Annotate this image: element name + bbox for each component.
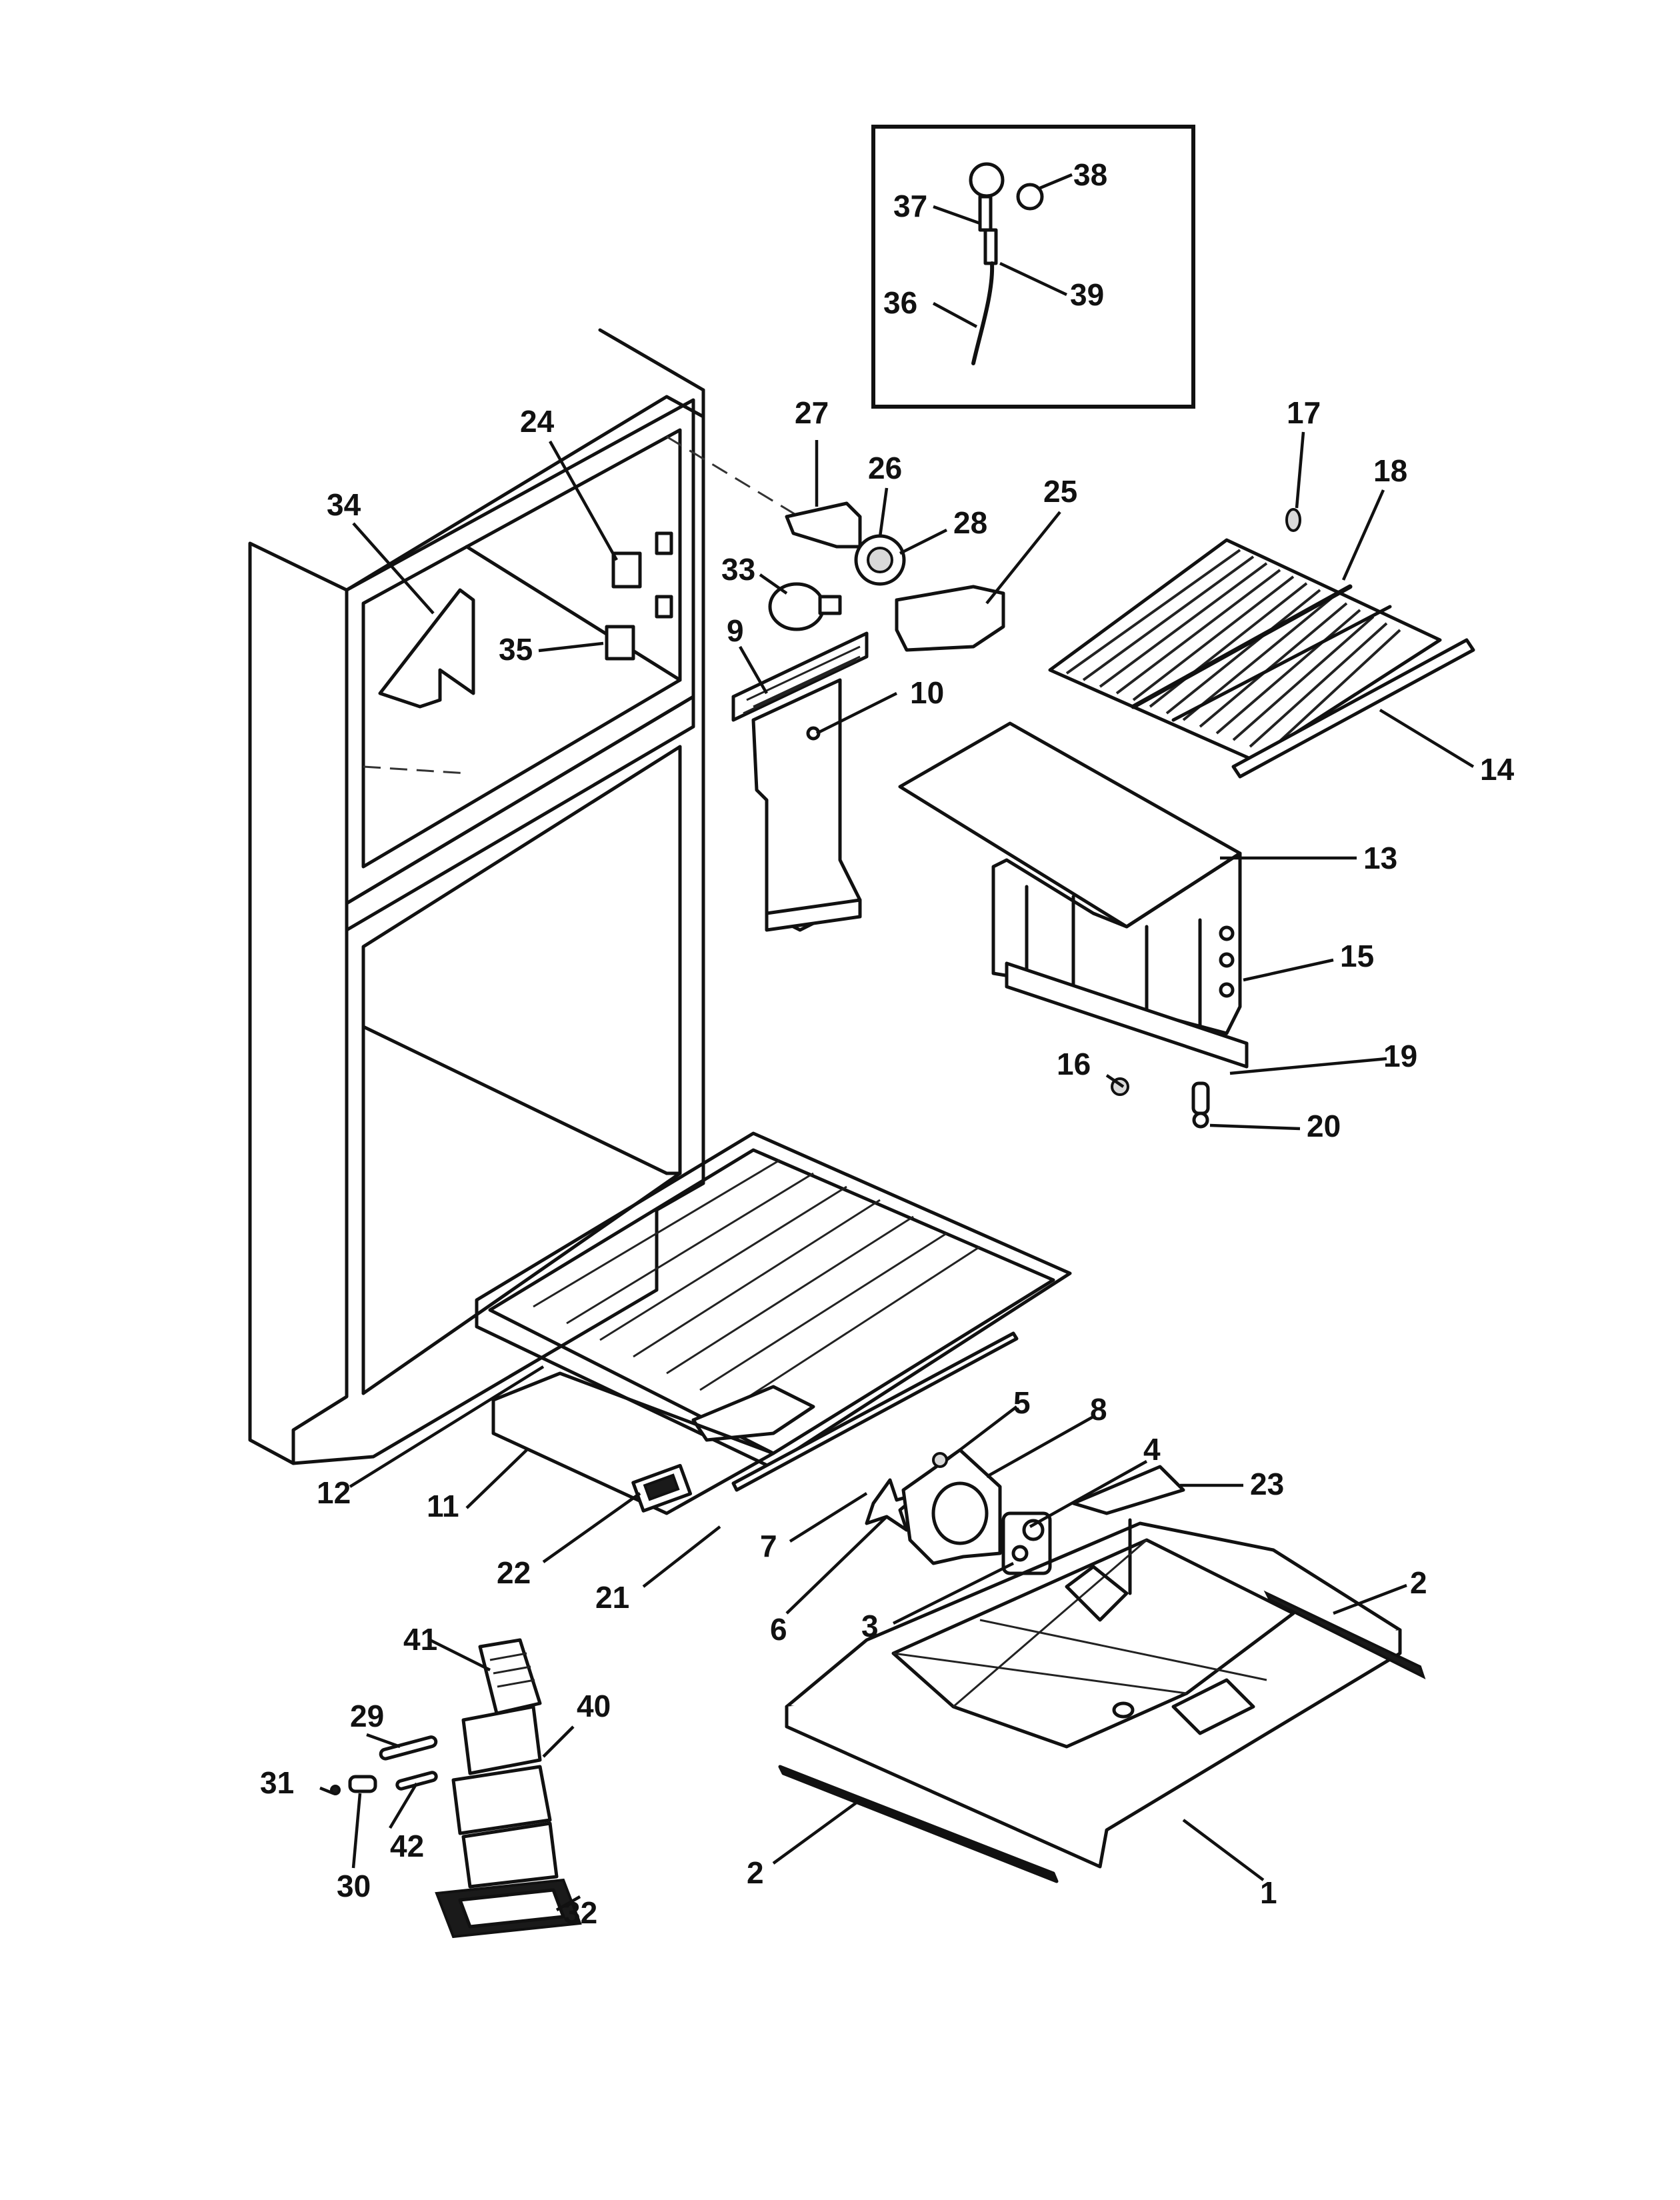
fan-blade (865, 1478, 922, 1532)
callout-12: 12 (317, 1475, 351, 1510)
evaporator-side-rail-right (1263, 1590, 1426, 1679)
callout-40: 40 (577, 1689, 611, 1723)
callout-4: 4 (1143, 1432, 1161, 1467)
ice-bin-rod (395, 1771, 438, 1791)
callout-19: 19 (1383, 1039, 1417, 1073)
inset-detail (871, 125, 1195, 409)
wire-shelf (1048, 538, 1442, 762)
callout-25: 25 (1043, 474, 1077, 509)
callout-41: 41 (403, 1622, 437, 1657)
callout-36: 36 (883, 285, 917, 320)
callout-26: 26 (868, 451, 902, 485)
callout-15: 15 (1340, 939, 1374, 973)
callout-30: 30 (337, 1869, 371, 1903)
callout-27: 27 (795, 395, 829, 430)
evaporator-side-rail-left (778, 1765, 1059, 1883)
leader-lines (319, 173, 1475, 1911)
light-socket (854, 534, 906, 586)
callout-38: 38 (1073, 157, 1107, 192)
light-bulb (768, 582, 842, 631)
callout-18: 18 (1373, 453, 1407, 488)
air-baffle (378, 588, 475, 709)
fan-shroud-plate (1071, 1465, 1185, 1515)
callout-20: 20 (1307, 1109, 1341, 1143)
callout-32: 32 (563, 1895, 597, 1930)
callout-34: 34 (327, 487, 361, 522)
ice-bin (451, 1705, 559, 1889)
callout-22: 22 (497, 1555, 531, 1590)
callout-8: 8 (1090, 1392, 1107, 1427)
callout-2: 2 (1410, 1565, 1427, 1600)
callout-33: 33 (721, 552, 755, 587)
evaporator-base-pan (785, 1521, 1402, 1869)
callout-31: 31 (260, 1765, 294, 1800)
callout-37: 37 (893, 189, 927, 223)
refrigerator-cabinet (248, 328, 827, 1465)
ice-bin-shaft (379, 1735, 438, 1761)
crisper-hinge-pin (1191, 1081, 1210, 1129)
crisper-pan-shelf (475, 1131, 1072, 1469)
light-bracket (785, 501, 862, 549)
callout-labels: 1 2 2 3 4 5 6 7 8 9 10 11 12 13 14 15 16… (260, 157, 1515, 1930)
control-switch-upper (611, 531, 673, 589)
callout-5: 5 (1013, 1385, 1031, 1420)
callout-7: 7 (760, 1529, 777, 1563)
callout-23: 23 (1250, 1467, 1284, 1501)
crisper-front-rail (1005, 961, 1249, 1069)
callout-3: 3 (861, 1609, 879, 1643)
drain-fitting (631, 1463, 693, 1513)
callout-9: 9 (727, 613, 744, 648)
callout-13: 13 (1363, 841, 1397, 875)
shelf-clip (1285, 508, 1301, 532)
callout-24: 24 (520, 404, 555, 439)
ice-tray-frame (478, 1638, 542, 1715)
callout-2: 2 (747, 1855, 764, 1890)
callout-1: 1 (1260, 1875, 1277, 1910)
light-assembly (768, 501, 1005, 652)
shelf-trim (1231, 638, 1475, 779)
crisper-cover-glass (898, 721, 1242, 929)
callout-10: 10 (910, 675, 944, 710)
light-shield (895, 585, 1005, 652)
callout-14: 14 (1480, 752, 1515, 787)
callout-29: 29 (350, 1699, 384, 1733)
callout-11: 11 (427, 1489, 459, 1523)
fan-motor-bracket (901, 1448, 1002, 1565)
callout-42: 42 (390, 1829, 424, 1863)
fan-screw (932, 1452, 948, 1468)
sensor-assembly (969, 162, 1044, 365)
control-switch-lower (605, 595, 673, 661)
callout-28: 28 (953, 505, 987, 540)
callout-21: 21 (595, 1580, 629, 1615)
callout-6: 6 (770, 1612, 787, 1647)
ice-bin-bushing (348, 1775, 377, 1793)
crisper-frame (991, 851, 1242, 1035)
crisper-pan-rail (731, 1331, 1019, 1492)
callout-16: 16 (1057, 1047, 1091, 1081)
callout-39: 39 (1070, 277, 1104, 312)
ice-bin-base-plate (435, 1878, 582, 1939)
callout-35: 35 (499, 632, 533, 667)
callout-17: 17 (1287, 395, 1321, 430)
crisper-pan-insulation (491, 1371, 775, 1515)
air-duct (731, 631, 869, 932)
